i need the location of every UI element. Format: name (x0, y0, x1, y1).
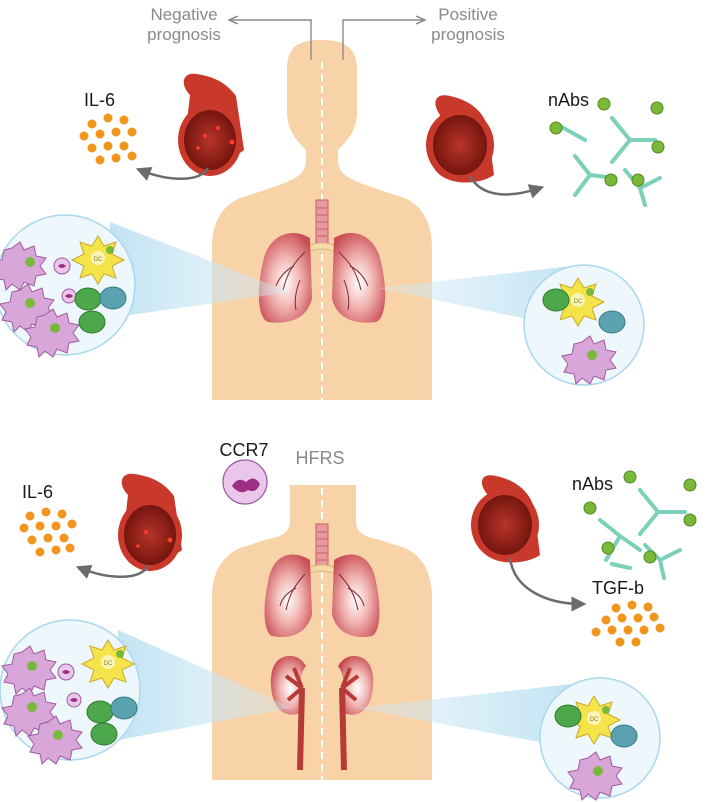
ccr7-nucleus (232, 478, 260, 493)
vessel-healthy-top (426, 95, 494, 183)
arrow-vessel-to-il6-bottom (75, 564, 150, 579)
positive-prognosis-label: Positive (438, 5, 498, 24)
immune-cells-left-top: DC (0, 235, 127, 359)
negative-prognosis-label-2: prognosis (147, 25, 221, 44)
tgfb-label: TGF-b (592, 578, 644, 598)
tgfb-dots (591, 600, 665, 647)
positive-prognosis-label-2: prognosis (431, 25, 505, 44)
immune-cells-left-bottom: DC (1, 639, 138, 766)
kidneys (270, 656, 374, 771)
dc-label-top-right: DC (574, 299, 583, 305)
immune-cells-right-bottom: DC (554, 695, 638, 802)
beam-right-bottom (356, 684, 572, 748)
negative-prognosis-label: Negative (150, 5, 217, 24)
beam-left-bottom (118, 630, 292, 740)
il6-dots-top (79, 113, 137, 165)
immune-cells-right-top: DC (542, 277, 626, 386)
vessel-damaged-bottom (118, 473, 182, 571)
nabs-label-top: nAbs (548, 90, 589, 110)
ccr7-label: CCR7 (219, 440, 268, 460)
dc-label-bottom-right: DC (590, 717, 599, 723)
dc-label-top: DC (94, 257, 103, 263)
nabs-label-bottom: nAbs (572, 474, 613, 494)
il6-label-top: IL-6 (84, 90, 115, 110)
virions-bottom (583, 470, 697, 564)
vessel-damaged-top (178, 73, 244, 176)
il6-dots-bottom (19, 507, 77, 557)
arrow-vessel-to-tgfb (508, 557, 587, 612)
il6-label-bottom: IL-6 (22, 482, 53, 502)
hfrs-label: HFRS (296, 448, 345, 468)
antibodies-bottom (598, 488, 687, 580)
dc-label-bottom: DC (104, 661, 113, 667)
lungs-bottom (264, 523, 380, 638)
vessel-healthy-bottom (471, 475, 540, 563)
arrow-vessel-to-il6-top (135, 166, 210, 181)
antibodies-top (558, 116, 662, 207)
positive-arrow (342, 20, 424, 60)
lungs-top (258, 199, 386, 323)
virions-top (549, 97, 665, 187)
negative-arrow (230, 20, 312, 60)
arrow-vessel-to-nabs-top (468, 175, 545, 199)
beam-left-top (110, 222, 290, 318)
